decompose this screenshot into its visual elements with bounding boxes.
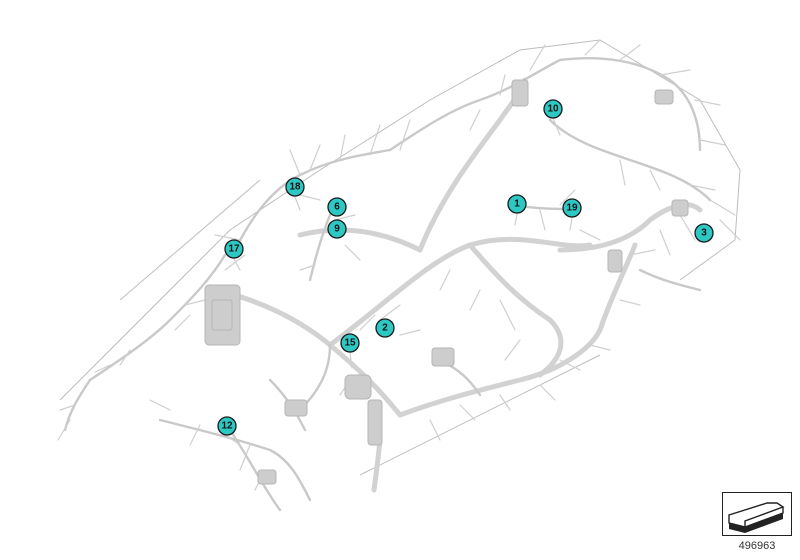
callout-label: 3 [701, 228, 707, 239]
callout-label: 1 [514, 199, 520, 210]
branch-wires [57, 39, 741, 491]
callout-label: 9 [334, 224, 340, 235]
callout-leaders [226, 117, 573, 446]
callout-15[interactable]: 15 [340, 333, 360, 353]
callout-label: 12 [221, 421, 233, 432]
callout-label: 18 [289, 182, 301, 193]
callout-label: 19 [566, 203, 578, 214]
callout-18[interactable]: 18 [285, 177, 305, 197]
reference-number: 496963 [738, 540, 776, 552]
callout-label: 10 [547, 104, 559, 115]
callout-label: 17 [228, 244, 240, 255]
secondary-harness [63, 57, 712, 512]
callout-label: 15 [344, 338, 356, 349]
callout-9[interactable]: 9 [327, 219, 347, 239]
callout-19[interactable]: 19 [562, 198, 582, 218]
callout-label: 6 [334, 202, 340, 213]
callout-3[interactable]: 3 [694, 223, 714, 243]
callout-10[interactable]: 10 [543, 99, 563, 119]
vehicle-outline [59, 39, 741, 476]
callout-1[interactable]: 1 [507, 194, 527, 214]
callout-12[interactable]: 12 [217, 416, 237, 436]
connector-clusters [204, 79, 689, 485]
callout-label: 2 [382, 323, 388, 334]
reference-symbol-box [722, 492, 792, 536]
callout-2[interactable]: 2 [375, 318, 395, 338]
wiring-harness-symbol-icon [728, 502, 785, 533]
callout-6[interactable]: 6 [327, 197, 347, 217]
callout-17[interactable]: 17 [224, 239, 244, 259]
main-harness [212, 77, 703, 493]
